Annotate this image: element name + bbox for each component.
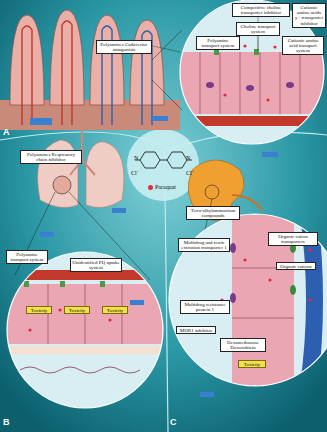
label-box: Organic cations <box>276 262 316 270</box>
node-text: Organic cation transporters <box>270 234 316 245</box>
node-text: Unidentified PQ uptake system <box>72 260 120 271</box>
node-text: Toxicity <box>240 362 264 367</box>
node-text: Polyamine transport system <box>8 252 46 263</box>
label-box: Multidrug resistance protein 1 <box>180 300 230 314</box>
node-text: Tetra-alkylammonium compounds <box>188 208 238 219</box>
node-text: Toxicity <box>104 308 126 313</box>
node-text: Polyamine transport system <box>198 38 238 49</box>
paraquat-dots <box>28 44 311 341</box>
atom-label: N <box>134 155 138 161</box>
panel-letter: B <box>3 418 10 427</box>
atom-label: Cl⁻ <box>186 170 194 176</box>
node-text: Cationic amino acid transport system <box>284 38 322 54</box>
label-box: Cationic amino acid transport system <box>282 36 324 55</box>
node-text: Organic cations <box>278 264 314 269</box>
alveolar-zoom <box>0 252 170 408</box>
toxicity-box: Toxicity <box>26 306 52 314</box>
node-text: Polyamines Cadaverine antagonists <box>98 42 150 53</box>
node-text: Multidrug resistance protein 1 <box>182 302 228 313</box>
label-box: Polyamine transport system <box>196 36 240 50</box>
label-box: MDR1 inhibitor <box>176 326 216 334</box>
label-box: Polyamines Cadaverine antagonists <box>96 40 152 54</box>
toxicity-box: Toxicity <box>64 306 90 314</box>
label-box: Multidrug and toxin extrusion transporte… <box>178 238 230 252</box>
node-text: Multidrug and toxin extrusion transporte… <box>180 240 228 251</box>
node-text: Dexamethasone Doxorubicin <box>222 340 264 351</box>
panel-letter: C <box>170 418 177 427</box>
panel-letter: A <box>3 128 10 137</box>
label-box: Unidentified PQ uptake system <box>70 258 122 272</box>
legend-item: Paraquat <box>148 184 176 190</box>
leader-lines <box>153 16 300 52</box>
label-box: Organic cation transporters <box>268 232 318 246</box>
panel-divider <box>165 190 168 432</box>
zoom-ring <box>169 214 327 386</box>
atom-label: N <box>186 155 190 161</box>
label-box: Cationic amino acids y+ transporter inhi… <box>292 3 326 28</box>
zoom-ring <box>180 0 324 144</box>
node-text: Polyamines Respiratory chain inhibitor <box>22 152 80 163</box>
label-box: Dexamethasone Doxorubicin <box>220 338 266 352</box>
enterocyte-zoom <box>180 0 327 144</box>
zoom-ring <box>7 252 163 408</box>
paraquat-structure <box>135 152 192 168</box>
legend-text: Paraquat <box>155 184 176 190</box>
node-text: MDR1 inhibitor <box>178 328 214 333</box>
label-box: Tetra-alkylammonium compounds <box>186 206 240 220</box>
atom-label: Cl⁻ <box>131 170 139 176</box>
label-box: Polyamines Respiratory chain inhibitor <box>20 150 82 164</box>
node-text: Competitive choline transporter inhibito… <box>234 5 288 16</box>
toxicity-box: Toxicity <box>238 360 266 368</box>
toxicity-box: Toxicity <box>102 306 128 314</box>
label-box: Competitive choline transporter inhibito… <box>232 3 290 17</box>
node-text: Cationic amino acids y+ transporter inhi… <box>294 5 324 27</box>
legend-swatch <box>148 185 153 190</box>
tubule-zoom <box>169 214 327 386</box>
node-text: Toxicity <box>28 308 50 313</box>
node-text: Toxicity <box>66 308 88 313</box>
label-box: Choline transport system <box>236 22 280 36</box>
node-text: Choline transport system <box>238 24 278 35</box>
intestine-villi <box>0 10 182 130</box>
label-box: Polyamine transport system <box>6 250 48 264</box>
